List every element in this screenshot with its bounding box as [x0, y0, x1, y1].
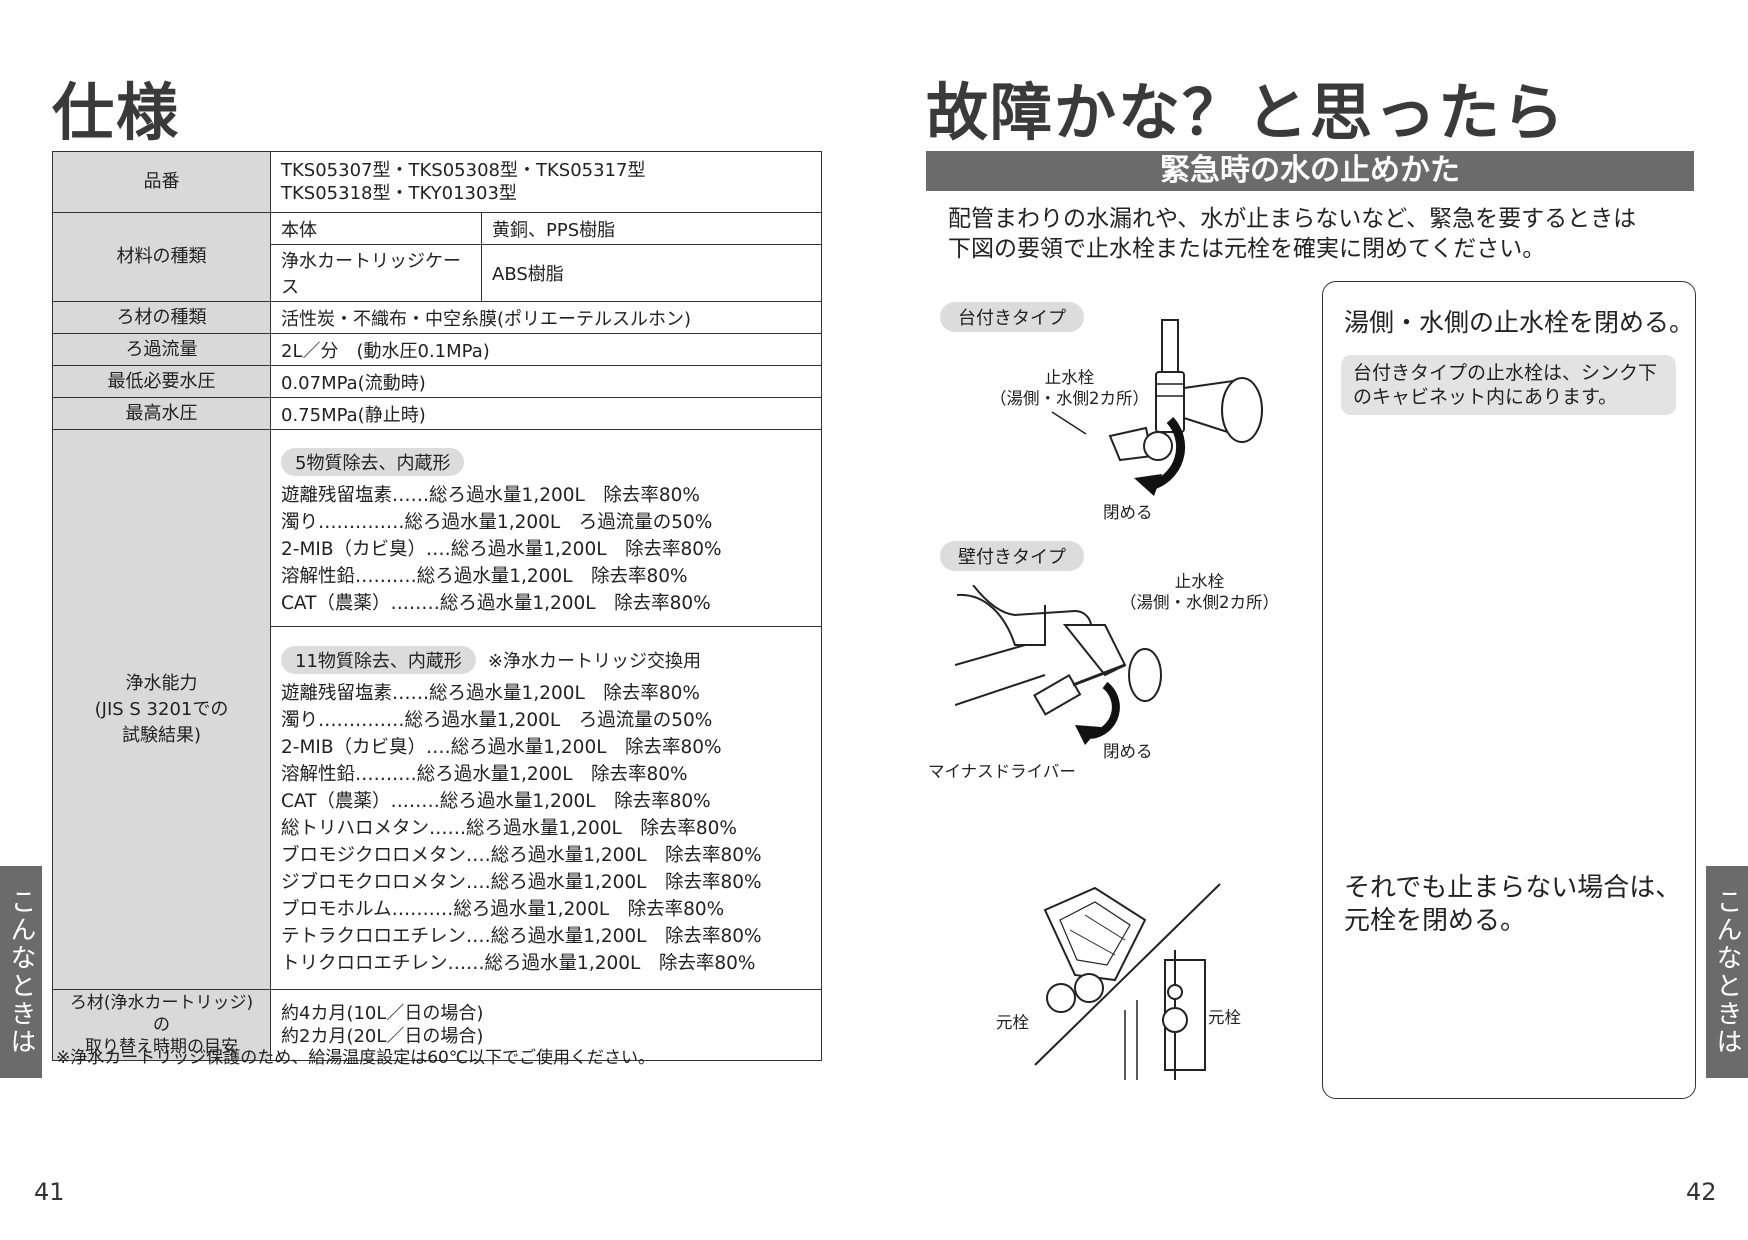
table-row: 材料の種類 本体 黄銅、PPS樹脂: [52, 212, 822, 302]
table-row: 最低必要水圧 0.07MPa(流動時): [52, 365, 822, 398]
table-row: ろ材の種類 活性炭・不織布・中空糸膜(ポリエーテルスルホン): [52, 301, 822, 334]
instruction-box: [1322, 281, 1696, 1099]
table-row: 浄水能力 (JIS S 3201での 試験結果) 5物質除去、内蔵形 遊離残留塩…: [52, 429, 822, 990]
type1-label: 台付きタイプ: [940, 302, 1084, 332]
capacity-pill-11: 11物質除去、内蔵形: [281, 645, 476, 674]
capacity-list-11: 遊離残留塩素‥‥‥総ろ過水量1,200L 除去率80% 濁り‥‥‥‥‥‥‥総ろ過…: [281, 682, 762, 974]
page-title-trouble: 故障かな？と思ったら: [926, 76, 1567, 149]
material-case-name: 浄水カートリッジケース: [270, 244, 482, 302]
capacity-list-5: 遊離残留塩素‥‥‥総ろ過水量1,200L 除去率80% 濁り‥‥‥‥‥‥‥総ろ過…: [281, 484, 722, 614]
instruction-heading-2: それでも止まらない場合は、 元栓を閉める。: [1344, 873, 1682, 936]
leader-line: [1051, 411, 1087, 435]
type2-close-label: 閉める: [1103, 742, 1153, 761]
main-valve-label-left: 元栓: [996, 1013, 1029, 1032]
section-banner: 緊急時の水の止めかた: [926, 151, 1694, 191]
value-hinban: TKS05307型・TKS05308型・TKS05317型 TKS05318型・…: [270, 151, 822, 213]
label-flow: ろ過流量: [52, 333, 271, 366]
main-valve-label-right: 元栓: [1208, 1008, 1241, 1027]
wall-valve-illustration: [955, 585, 1162, 745]
intro-text: 配管まわりの水漏れや、水が止まらないなど、緊急を要するときは 下図の要領で止水栓…: [948, 206, 1637, 262]
table-row: 11物質除去、内蔵形 ※浄水カートリッジ交換用 遊離残留塩素‥‥‥総ろ過水量1,2…: [53, 626, 822, 990]
table-row: 最高水圧 0.75MPa(静止時): [52, 397, 822, 430]
side-tab-right[interactable]: こんなときは: [1706, 866, 1748, 1078]
side-tab-left[interactable]: こんなときは: [0, 866, 42, 1078]
main-valve-illustration: [1034, 883, 1221, 1080]
footnote: ※浄水カートリッジ保護のため、給湯温度設定は60℃以下でご使用ください。: [56, 1048, 655, 1068]
capacity-group-11: 11物質除去、内蔵形 ※浄水カートリッジ交換用 遊離残留塩素‥‥‥総ろ過水量1,2…: [270, 626, 822, 990]
type1-close-label: 閉める: [1103, 503, 1153, 522]
table-row: 浄水カートリッジケース ABS樹脂: [53, 244, 822, 302]
spec-table: 品番 TKS05307型・TKS05308型・TKS05317型 TKS0531…: [52, 151, 822, 1061]
type2-valve-label: 止水栓 （湯側・水側2カ所）: [1120, 572, 1279, 612]
material-case-value: ABS樹脂: [481, 244, 822, 302]
value-flow: 2L／分 (動水圧0.1MPa): [270, 333, 822, 366]
instruction-heading: 湯側・水側の止水栓を閉める。: [1344, 308, 1695, 337]
page-number-left: 41: [34, 1178, 65, 1206]
table-row: ろ材(浄水カートリッジ)の 取り替え時期の目安 約4カ月(10L／日の場合) 約…: [52, 989, 822, 1061]
material-body-value: 黄銅、PPS樹脂: [481, 212, 822, 245]
page-title-spec: 仕様: [52, 76, 181, 149]
value-filter: 活性炭・不織布・中空糸膜(ポリエーテルスルホン): [270, 301, 822, 334]
type1-valve-label: 止水栓 （湯側・水側2カ所）: [990, 368, 1149, 408]
deck-valve-illustration: [1108, 319, 1263, 496]
type2-tool-label: マイナスドライバー: [928, 762, 1076, 781]
label-min-pressure: 最低必要水圧: [52, 365, 271, 398]
label-replace: ろ材(浄水カートリッジ)の 取り替え時期の目安: [52, 989, 271, 1061]
table-row: ろ過流量 2L／分 (動水圧0.1MPa): [52, 333, 822, 366]
instruction-note: 台付きタイプの止水栓は、シンク下のキャビネット内にあります。: [1341, 355, 1676, 415]
label-material: 材料の種類: [52, 212, 271, 302]
type2-label: 壁付きタイプ: [940, 541, 1084, 571]
material-body-name: 本体: [270, 212, 482, 245]
value-replace: 約4カ月(10L／日の場合) 約2カ月(20L／日の場合): [270, 989, 822, 1061]
table-row: 品番 TKS05307型・TKS05308型・TKS05317型 TKS0531…: [52, 151, 822, 213]
capacity-pill-5: 5物質除去、内蔵形: [281, 447, 465, 476]
label-hinban: 品番: [52, 151, 271, 213]
capacity-note-11: ※浄水カートリッジ交換用: [487, 650, 701, 672]
label-filter: ろ材の種類: [52, 301, 271, 334]
label-max-pressure: 最高水圧: [52, 397, 271, 430]
value-max-pressure: 0.75MPa(静止時): [270, 397, 822, 430]
value-min-pressure: 0.07MPa(流動時): [270, 365, 822, 398]
capacity-group-5: 5物質除去、内蔵形 遊離残留塩素‥‥‥総ろ過水量1,200L 除去率80% 濁り…: [270, 429, 822, 627]
label-capacity: 浄水能力 (JIS S 3201での 試験結果): [52, 429, 271, 990]
page-number-right: 42: [1686, 1178, 1717, 1206]
